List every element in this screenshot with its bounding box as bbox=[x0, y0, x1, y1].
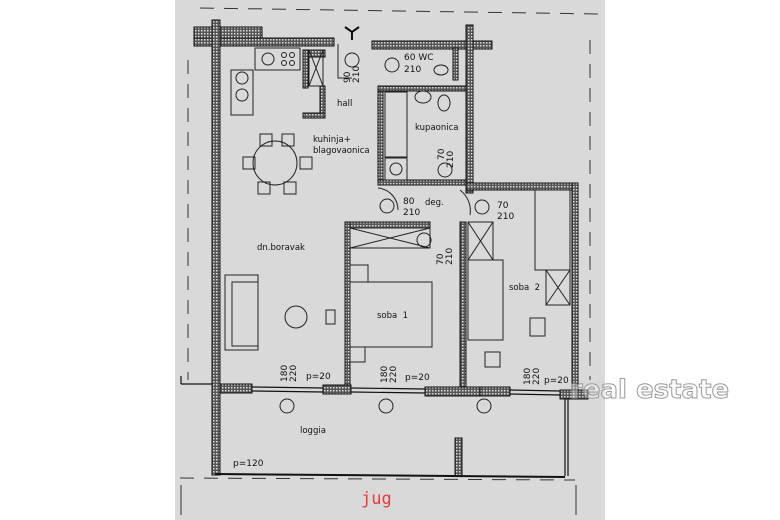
window-dim-height: 220 bbox=[532, 368, 542, 385]
entrance-arrow-icon bbox=[344, 26, 360, 40]
dashed-outline bbox=[179, 7, 601, 481]
door-dim-living-height: 210 bbox=[403, 208, 420, 218]
room-label-living: dn.boravak bbox=[257, 243, 305, 253]
furniture bbox=[224, 47, 571, 368]
window-parapet: p=20 bbox=[544, 376, 569, 386]
room-label-corridor: deg. bbox=[425, 198, 444, 208]
room-label-room2: soba 2 bbox=[509, 283, 540, 293]
room-label-hall: hall bbox=[337, 99, 352, 109]
door-dim-wc-height: 210 bbox=[404, 65, 421, 75]
window-parapet: p=20 bbox=[306, 372, 331, 382]
window-dim-width: 180 bbox=[380, 366, 390, 383]
orientation-label: jug bbox=[361, 489, 392, 509]
door-dim-living: 80 bbox=[403, 197, 415, 207]
door-dim-room2-height: 210 bbox=[497, 212, 514, 222]
room-label-dining: blagovaonica bbox=[313, 146, 370, 156]
door-dim-room1-height: 210 bbox=[445, 248, 455, 265]
window-dim-height: 220 bbox=[289, 365, 299, 382]
room-label-bathroom: kupaonica bbox=[415, 123, 458, 133]
window-lines bbox=[180, 376, 569, 478]
loggia-parapet: p=120 bbox=[233, 459, 264, 469]
window-dim-height: 220 bbox=[389, 366, 399, 383]
paper-background bbox=[175, 0, 605, 520]
door-dim-entrance-width: 90 bbox=[343, 71, 353, 83]
window-parapet: p=20 bbox=[405, 373, 430, 383]
window-dim-width: 180 bbox=[523, 368, 533, 385]
door-dim-room1-width: 70 bbox=[436, 253, 446, 265]
door-dim-wc: 60 WC bbox=[404, 53, 434, 63]
door-dim-bathroom-height: 210 bbox=[446, 151, 456, 168]
room-label-room1: soba 1 bbox=[377, 311, 408, 321]
room-label-loggia: loggia bbox=[300, 426, 326, 436]
watermark: real estate bbox=[570, 375, 729, 405]
door-dim-room2: 70 bbox=[497, 201, 509, 211]
window-dim-width: 180 bbox=[280, 365, 290, 382]
room-label-kitchen: kuhinja+ bbox=[313, 135, 351, 145]
door-dim-entrance-height: 210 bbox=[352, 66, 362, 83]
door-symbols bbox=[279, 44, 492, 414]
door-dim-bathroom-width: 70 bbox=[437, 148, 447, 160]
walls bbox=[193, 19, 589, 477]
